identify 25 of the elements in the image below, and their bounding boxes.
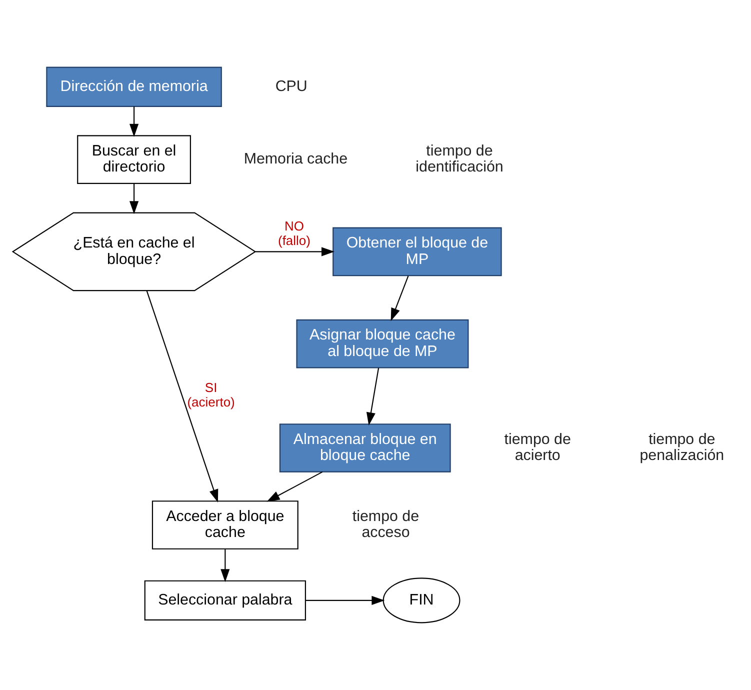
arrow (255, 247, 335, 256)
node-box: Buscar en el directorio (77, 135, 191, 184)
edge-label: SI (acierto) (187, 380, 235, 410)
arrow (366, 368, 380, 426)
label: tiempo de penalización (640, 430, 724, 464)
label: tiempo de acceso (352, 508, 420, 542)
arrow (146, 290, 218, 502)
label: tiempo de acierto (504, 430, 571, 464)
node-box: Dirección de memoria (46, 66, 222, 107)
edge-label: NO (fallo) (278, 218, 311, 248)
node-box: Asignar bloque cache al bloque de MP (296, 319, 469, 368)
arrow (306, 596, 385, 605)
arrow (129, 106, 139, 137)
arrow (129, 184, 139, 214)
arrow (390, 276, 409, 322)
node-box: Seleccionar palabra (144, 580, 306, 620)
node-box: Obtener el bloque de MP (332, 227, 502, 276)
arrow (220, 549, 230, 582)
label: Memoria cache (244, 150, 348, 168)
node-ellipse: FIN (382, 578, 460, 624)
label: CPU (275, 78, 308, 95)
label: tiempo de identificación (416, 142, 504, 176)
node-box: Almacenar bloque en bloque cache (279, 424, 451, 472)
arrow (266, 471, 323, 502)
node-box: Acceder a bloque cache (152, 500, 298, 550)
